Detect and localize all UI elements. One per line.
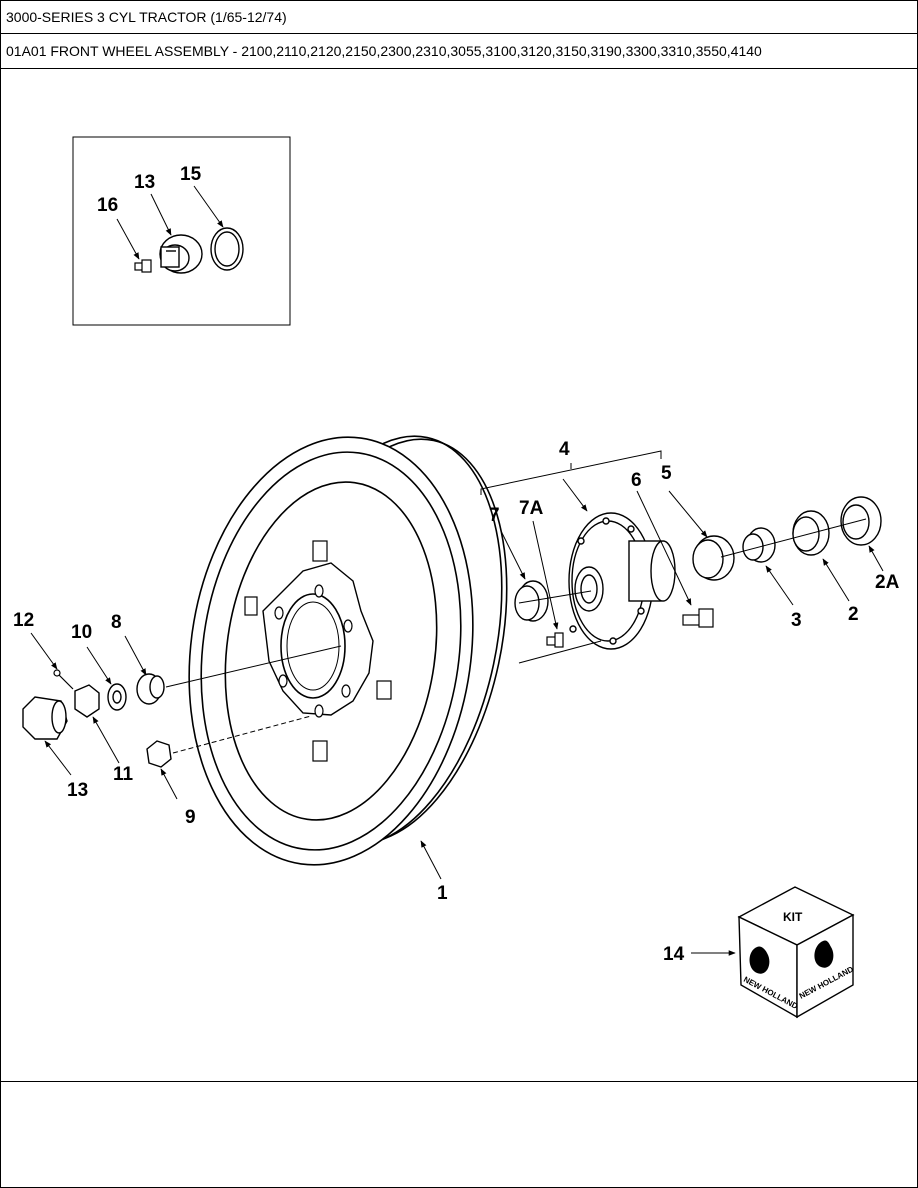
washer-part xyxy=(107,683,127,711)
callout-7: 7 xyxy=(489,505,500,526)
callout-12: 12 xyxy=(13,610,34,631)
new-holland-leaf-icon xyxy=(749,940,834,974)
leader-lines xyxy=(30,478,884,956)
assembly-title: 01A01 FRONT WHEEL ASSEMBLY - 2100,2110,2… xyxy=(1,35,917,69)
callout-4: 4 xyxy=(559,439,570,460)
callout-9: 9 xyxy=(185,807,196,828)
wheel-rim-part xyxy=(188,435,508,866)
callout-10: 10 xyxy=(71,622,92,643)
callout-2: 2 xyxy=(848,604,859,625)
bearing-cone-part xyxy=(742,527,776,563)
kit-cube xyxy=(737,886,855,1019)
hub-cap-part xyxy=(159,234,203,274)
bearing-cup-outer-part xyxy=(692,535,735,581)
callout-8: 8 xyxy=(111,612,122,633)
grease-fitting-7a-part xyxy=(546,632,564,648)
castle-nut-part xyxy=(74,684,100,718)
hub-part xyxy=(568,512,676,650)
footer-divider xyxy=(1,1081,917,1082)
callout-2a: 2A xyxy=(875,572,900,593)
callout-1: 1 xyxy=(437,883,448,904)
hub-cap-13-part xyxy=(22,696,68,740)
wheel-nut-part xyxy=(146,740,172,768)
inset-detail: 16 13 15 xyxy=(72,136,291,326)
callout-13: 13 xyxy=(67,780,88,801)
series-title: 3000-SERIES 3 CYL TRACTOR (1/65-12/74) xyxy=(1,1,917,34)
grease-fitting-part xyxy=(134,259,152,273)
callout-15: 15 xyxy=(180,164,202,185)
callout-11: 11 xyxy=(113,764,134,785)
bearing-cone-8-part xyxy=(136,673,165,705)
seal-ring-part xyxy=(210,227,244,271)
callout-14: 14 xyxy=(663,944,685,965)
callout-3: 3 xyxy=(791,610,802,631)
kit-label: KIT xyxy=(783,910,803,924)
callout-16: 16 xyxy=(97,195,118,216)
callout-6: 6 xyxy=(631,470,642,491)
bracket-4 xyxy=(480,450,662,495)
seal-2a-part xyxy=(840,496,882,546)
bolt-6-part xyxy=(682,608,714,628)
assembly-lines xyxy=(165,518,867,754)
callout-5: 5 xyxy=(661,463,672,484)
cotter-pin-part xyxy=(53,669,74,690)
callout-13-inset: 13 xyxy=(134,172,155,193)
callout-7a: 7A xyxy=(519,498,544,519)
